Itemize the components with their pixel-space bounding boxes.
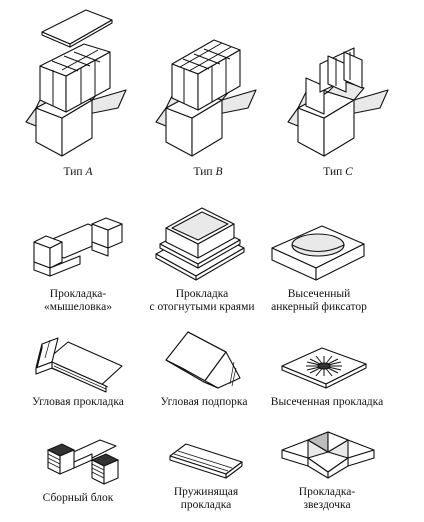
box-type-a-label: Тип: [64, 166, 83, 178]
spring-pad-label-2: прокладка: [146, 499, 266, 512]
folded-edge-insert-label-1: Прокладка: [142, 288, 262, 301]
folded-edge-insert-label-2: с отогнутыми краями: [142, 301, 262, 314]
mousetrap-insert-label-1: Прокладка-: [18, 288, 138, 301]
die-cut-anchor-caption: Высеченный анкерный фиксатор: [260, 288, 378, 314]
corner-pad-caption: Угловая прокладка: [12, 396, 144, 409]
box-type-b-label: Тип: [194, 166, 213, 178]
mousetrap-insert-label-2: «мышеловка»: [18, 301, 138, 314]
corner-support-illustration: [160, 326, 248, 396]
folded-edge-insert-caption: Прокладка с отогнутыми краями: [142, 288, 262, 314]
mousetrap-insert-caption: Прокладка- «мышеловка»: [18, 288, 138, 314]
box-type-c-label: Тип: [323, 166, 342, 178]
die-cut-anchor-illustration: [266, 214, 370, 284]
die-cut-pad-caption: Высеченная прокладка: [262, 396, 392, 409]
corner-pad-illustration: [28, 328, 128, 394]
box-type-b-letter: B: [215, 166, 222, 178]
assembled-block-caption: Сборный блок: [22, 492, 134, 505]
box-type-c-caption: Тип C: [288, 166, 388, 179]
box-type-c-letter: C: [345, 166, 353, 178]
star-pad-label-1: Прокладка-: [264, 486, 390, 499]
spring-pad-caption: Пружинящая прокладка: [146, 486, 266, 512]
star-pad-illustration: [276, 428, 380, 482]
corner-pad-label: Угловая прокладка: [12, 396, 144, 409]
assembled-block-illustration: [40, 432, 124, 486]
die-cut-pad-illustration: [276, 342, 372, 390]
assembled-block-label: Сборный блок: [22, 492, 134, 505]
die-cut-anchor-label-1: Высеченный: [260, 288, 378, 301]
box-type-a-illustration: [22, 4, 134, 162]
folded-edge-insert-illustration: [150, 200, 250, 284]
die-cut-pad-label: Высеченная прокладка: [262, 396, 392, 409]
box-type-c-illustration: [284, 34, 396, 162]
star-pad-caption: Прокладка- звездочка: [264, 486, 390, 512]
star-pad-label-2: звездочка: [264, 499, 390, 512]
mousetrap-insert-illustration: [28, 206, 128, 282]
box-type-b-illustration: [152, 34, 264, 162]
corner-support-label: Угловая подпорка: [144, 396, 264, 409]
box-type-b-caption: Тип B: [158, 166, 258, 179]
die-cut-anchor-label-2: анкерный фиксатор: [260, 301, 378, 314]
spring-pad-illustration: [164, 436, 248, 478]
box-type-a-letter: A: [85, 166, 92, 178]
corner-support-caption: Угловая подпорка: [144, 396, 264, 409]
box-type-a-caption: Тип A: [28, 166, 128, 179]
spring-pad-label-1: Пружинящая: [146, 486, 266, 499]
